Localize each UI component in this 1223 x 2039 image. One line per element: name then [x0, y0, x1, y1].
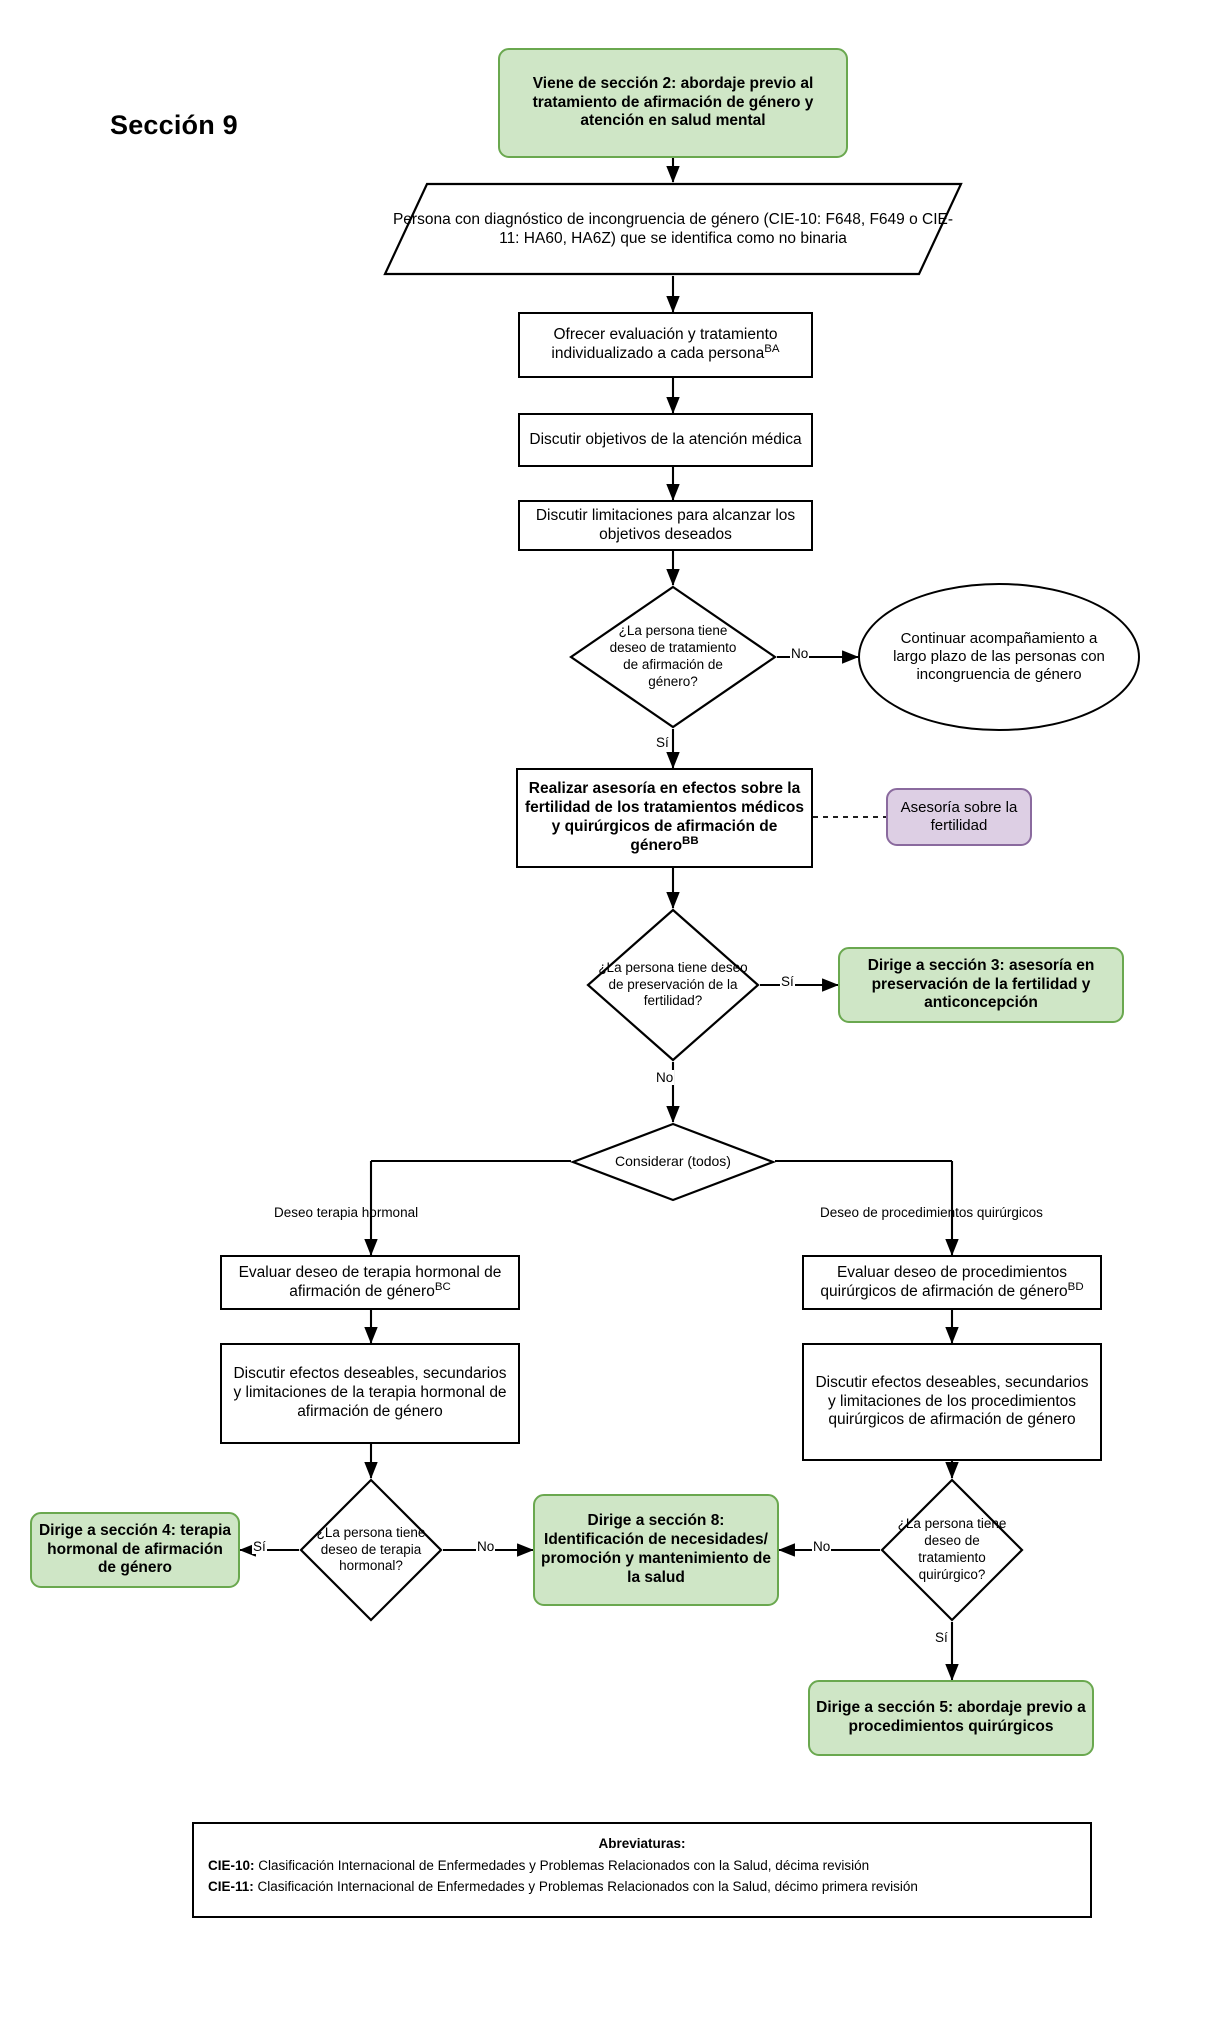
node-from-section-2-label: Viene de sección 2: abordaje previo al t…	[532, 74, 814, 130]
abbreviation-item: CIE-10: Clasificación Internacional de E…	[208, 1856, 1076, 1876]
diamond-shape	[880, 1478, 1024, 1622]
edge-label-fertility-no: No	[655, 1070, 675, 1085]
node-continue-followup-label: Continuar acompañamiento a largo plazo d…	[893, 629, 1105, 684]
node-decision-treatment-desire[interactable]: ¿La persona tiene deseo de tratamiento d…	[569, 585, 777, 729]
node-fertility-counseling[interactable]: Realizar asesoría en efectos sobre la fe…	[516, 768, 813, 868]
node-evaluate-hormonal[interactable]: Evaluar deseo de terapia hormonal de afi…	[220, 1255, 520, 1310]
edge-label-fertility-yes: Sí	[780, 974, 795, 989]
edge-label-hormonal-yes: Sí	[252, 1539, 267, 1554]
node-discuss-goals-label: Discutir objetivos de la atención médica	[529, 430, 802, 448]
edge-label-treatment-no: No	[790, 646, 810, 661]
node-decision-hormonal-desire-label: ¿La persona tiene deseo de terapia hormo…	[316, 1524, 426, 1574]
node-to-section-8[interactable]: Dirige a sección 8: Identificación de ne…	[533, 1494, 779, 1606]
node-offer-evaluation-superscript: BA	[764, 342, 780, 355]
branch-label-hormonal: Deseo terapia hormonal	[274, 1205, 419, 1220]
node-discuss-limits-label: Discutir limitaciones para alcanzar los …	[535, 506, 796, 543]
abbreviation-value: Clasificación Internacional de Enfermeda…	[253, 1878, 918, 1894]
node-consider-all-label: Considerar (todos)	[615, 1153, 731, 1170]
abbreviation-key: CIE-11:	[208, 1878, 254, 1894]
branch-label-surgical: Deseo de procedimientos quirúrgicos	[820, 1205, 1043, 1220]
edge-label-surgical-yes: Sí	[934, 1630, 949, 1645]
diamond-shape	[586, 908, 760, 1062]
abbreviation-key: CIE-10:	[208, 1858, 255, 1874]
node-discuss-goals[interactable]: Discutir objetivos de la atención médica	[518, 413, 813, 467]
node-to-section-3-label: Dirige a sección 3: asesoría en preserva…	[867, 956, 1095, 1012]
edge-label-treatment-yes: Sí	[655, 735, 670, 750]
node-discuss-surgical-effects[interactable]: Discutir efectos deseables, secundarios …	[802, 1343, 1102, 1461]
node-evaluate-hormonal-superscript: BC	[434, 1280, 451, 1293]
diamond-shape	[569, 585, 777, 729]
node-evaluate-hormonal-label: Evaluar deseo de terapia hormonal de afi…	[238, 1263, 502, 1300]
node-evaluate-surgical[interactable]: Evaluar deseo de procedimientos quirúrgi…	[802, 1255, 1102, 1310]
node-decision-hormonal-desire[interactable]: ¿La persona tiene deseo de terapia hormo…	[299, 1478, 443, 1622]
node-to-section-5[interactable]: Dirige a sección 5: abordaje previo a pr…	[808, 1680, 1094, 1756]
node-to-section-8-label: Dirige a sección 8: Identificación de ne…	[541, 1512, 771, 1586]
node-discuss-hormonal-effects[interactable]: Discutir efectos deseables, secundarios …	[220, 1343, 520, 1444]
node-diagnosis-label: Persona con diagnóstico de incongruencia…	[392, 210, 954, 247]
node-discuss-surgical-effects-label: Discutir efectos deseables, secundarios …	[815, 1373, 1089, 1429]
node-to-section-4-label: Dirige a sección 4: terapia hormonal de …	[38, 1521, 232, 1577]
node-fertility-counseling-superscript: BB	[682, 834, 699, 847]
node-decision-fertility-preservation[interactable]: ¿La persona tiene deseo de preservación …	[586, 908, 760, 1062]
node-discuss-limits[interactable]: Discutir limitaciones para alcanzar los …	[518, 500, 813, 551]
node-offer-evaluation-label: Ofrecer evaluación y tratamiento individ…	[551, 326, 778, 362]
node-decision-treatment-desire-label: ¿La persona tiene deseo de tratamiento d…	[609, 623, 737, 689]
diamond-shape	[569, 1122, 777, 1202]
parallelogram-shape	[383, 182, 963, 276]
page-title: Sección 9	[110, 110, 238, 140]
node-to-section-5-label: Dirige a sección 5: abordaje previo a pr…	[816, 1699, 1086, 1735]
abbreviation-value: Clasificación Internacional de Enfermeda…	[254, 1858, 870, 1874]
abbreviations-title: Abreviaturas:	[598, 1836, 686, 1851]
node-fertility-counseling-label: Realizar asesoría en efectos sobre la fe…	[524, 780, 805, 854]
node-from-section-2[interactable]: Viene de sección 2: abordaje previo al t…	[498, 48, 848, 158]
node-offer-evaluation[interactable]: Ofrecer evaluación y tratamiento individ…	[518, 312, 813, 378]
node-decision-fertility-preservation-label: ¿La persona tiene deseo de preservación …	[598, 959, 748, 1009]
abbreviation-item: CIE-11: Clasificación Internacional de E…	[208, 1877, 1076, 1897]
node-evaluate-surgical-label: Evaluar deseo de procedimientos quirúrgi…	[820, 1263, 1068, 1300]
node-decision-surgical-desire-label: ¿La persona tiene deseo de tratamiento q…	[897, 1516, 1007, 1582]
node-decision-surgical-desire[interactable]: ¿La persona tiene deseo de tratamiento q…	[880, 1478, 1024, 1622]
node-fertility-note-label: Asesoría sobre la fertilidad	[900, 798, 1018, 834]
node-discuss-hormonal-effects-label: Discutir efectos deseables, secundarios …	[233, 1365, 507, 1420]
node-to-section-3[interactable]: Dirige a sección 3: asesoría en preserva…	[838, 947, 1124, 1023]
edge-label-surgical-no: No	[812, 1539, 832, 1554]
edge-label-hormonal-no: No	[476, 1539, 496, 1554]
node-evaluate-surgical-superscript: BD	[1067, 1280, 1084, 1293]
node-diagnosis[interactable]: Persona con diagnóstico de incongruencia…	[383, 182, 963, 276]
node-consider-all[interactable]: Considerar (todos)	[569, 1122, 777, 1202]
diamond-shape	[299, 1478, 443, 1622]
abbreviations-box: Abreviaturas: CIE-10: Clasificación Inte…	[192, 1822, 1092, 1918]
node-continue-followup[interactable]: Continuar acompañamiento a largo plazo d…	[858, 583, 1140, 731]
node-fertility-note[interactable]: Asesoría sobre la fertilidad	[886, 788, 1032, 846]
node-to-section-4[interactable]: Dirige a sección 4: terapia hormonal de …	[30, 1512, 240, 1588]
